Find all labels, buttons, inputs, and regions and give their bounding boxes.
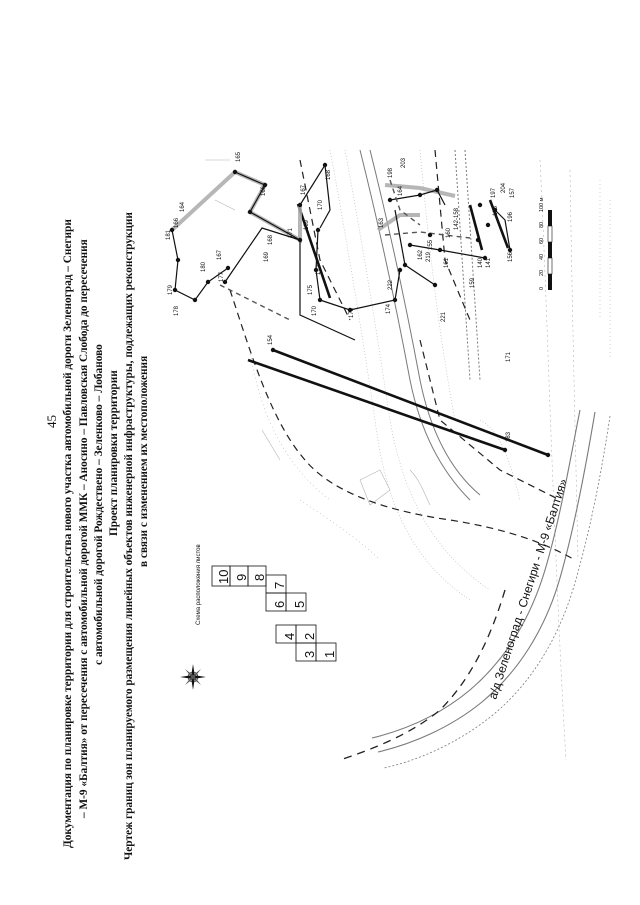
point-labels: 165 166 164 181 166 179 178 180 177 167 … (166, 151, 516, 442)
scale-bar: 0 20 40 60 80 100 м (539, 197, 553, 290)
label-164: 164 (180, 201, 186, 212)
scale-tick-60: 60 (539, 238, 545, 244)
scale-tick-20: 20 (539, 270, 545, 276)
label-179: 179 (168, 284, 174, 295)
sheet-2: 2 (302, 633, 317, 640)
label-163: 163 (379, 217, 385, 228)
label-198: 198 (388, 167, 394, 178)
sheet-5: 5 (292, 601, 307, 608)
compass-rose-icon (180, 664, 206, 690)
label-164b: 164 (398, 185, 404, 196)
label-219: 219 (426, 251, 432, 262)
label-168b: 168 (326, 169, 332, 180)
label-141: 141 (486, 257, 492, 268)
sheet-7: 7 (272, 582, 287, 589)
label-171: 171 (288, 227, 294, 238)
label-167a: 167 (217, 249, 223, 260)
sheet-scheme-label: Схема расположения листов (196, 544, 202, 625)
label-166b: 166 (174, 217, 180, 228)
label-170b: 170 (318, 199, 324, 210)
label-142: 142-158 (454, 207, 460, 230)
label-174: 174 (386, 303, 392, 314)
label-177: 177 (219, 271, 225, 282)
label-167: 167 (301, 184, 307, 195)
sheet-9: 9 (234, 574, 249, 581)
label-155: 155 (428, 239, 434, 250)
label-178: 178 (174, 305, 180, 316)
label-168: 168 (268, 234, 274, 245)
label-171b: 171 (506, 351, 512, 362)
label-169b: 169 (304, 219, 310, 230)
sheet-4: 4 (282, 633, 297, 640)
sheet-6: 6 (272, 601, 287, 608)
scale-tick-80: 80 (539, 222, 545, 228)
label-181: 181 (166, 229, 172, 240)
sheet-scheme: Схема расположения листов 10 9 8 7 6 5 4… (196, 544, 337, 662)
vertex-points (169, 162, 551, 458)
utility-lines-thin (171, 163, 511, 341)
main-road (339, 409, 611, 769)
sheet-8: 8 (252, 574, 267, 581)
zone-boundary (229, 149, 576, 561)
label-222: 222 (388, 279, 394, 290)
label-162: 162 (418, 249, 424, 260)
label-221: 221 (441, 311, 447, 322)
label-169: 169 (264, 251, 270, 262)
label-160: 160 (446, 227, 452, 238)
scale-tick-40: 40 (539, 254, 545, 260)
sheet-10: 10 (216, 570, 231, 584)
road-label: а/д Зеленоград - Снегири - М-9 «Балтия» (486, 477, 571, 701)
scale-tick-100: 100 м (539, 197, 545, 212)
label-175: 175 (308, 284, 314, 295)
upper-road (359, 149, 481, 501)
utility-lines-dashed (219, 179, 471, 321)
label-159: 159 (470, 277, 476, 288)
label-180: 180 (201, 261, 207, 272)
label-166: 166 (261, 185, 267, 196)
sheet-3: 3 (302, 651, 317, 658)
label-161: 161 (444, 257, 450, 268)
label-183: 183 (506, 431, 512, 442)
topo-background (205, 149, 611, 761)
utility-lines-heavy (247, 199, 549, 457)
label-204: 204 (501, 182, 507, 193)
label-173: 173 (349, 307, 355, 318)
label-156: 156 (508, 251, 514, 262)
label-157: 157 (510, 187, 516, 198)
label-196: 196 (508, 211, 514, 222)
label-154: 154 (268, 334, 274, 345)
label-165: 165 (236, 151, 242, 162)
label-172: 172 (316, 264, 322, 275)
label-140: 140 (478, 257, 484, 268)
label-195: 195 (493, 205, 499, 216)
sheet-1: 1 (322, 651, 337, 658)
label-203: 203 (401, 157, 407, 168)
scale-tick-0: 0 (539, 287, 545, 290)
label-170: 170 (312, 305, 318, 316)
label-197: 197 (491, 187, 497, 198)
utility-corridors (170, 169, 456, 244)
